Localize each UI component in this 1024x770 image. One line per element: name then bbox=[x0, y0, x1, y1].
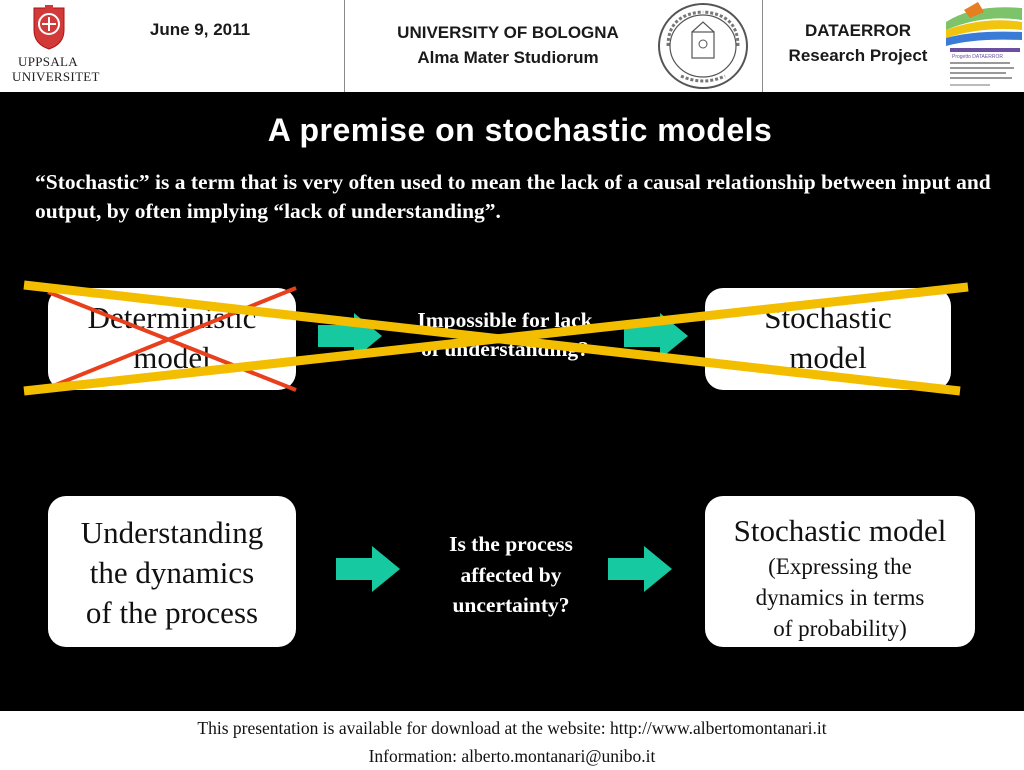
right-arrow-icon bbox=[318, 313, 382, 359]
project-line2: Research Project bbox=[788, 46, 928, 65]
uppsala-seal-icon bbox=[33, 5, 65, 50]
stochastic-model-probability-box: Stochastic model (Expressing the dynamic… bbox=[705, 496, 975, 647]
understanding-line1: Understanding bbox=[80, 515, 264, 550]
right-arrow-icon bbox=[336, 546, 400, 592]
slide-title: A premise on stochastic models bbox=[267, 112, 773, 148]
presentation-date: June 9, 2011 bbox=[149, 20, 251, 39]
project-name: DATAERROR Research Project bbox=[768, 18, 948, 68]
impossible-question: Impossible for lack of understanding? bbox=[380, 306, 630, 364]
deterministic-line2: model bbox=[133, 340, 211, 375]
uncertainty-line2: affected by bbox=[460, 562, 562, 587]
contact-info: Information: alberto.montanari@unibo.it bbox=[368, 746, 656, 766]
uppsala-line1: UPPSALA bbox=[18, 54, 78, 69]
right-arrow-icon bbox=[608, 546, 672, 592]
understanding-line3: of the process bbox=[85, 595, 259, 630]
uncertainty-question: Is the process affected by uncertainty? bbox=[400, 529, 622, 621]
probability-line2: dynamics in terms bbox=[755, 585, 925, 610]
uppsala-line2: UNIVERSITET bbox=[12, 69, 100, 84]
project-line1: DATAERROR bbox=[804, 21, 912, 40]
uppsala-university-logo: UPPSALA UNIVERSITET bbox=[12, 4, 100, 88]
deterministic-line1: Deterministic bbox=[87, 300, 257, 335]
understanding-line2: the dynamics bbox=[89, 555, 255, 590]
stochastic-model-heading: Stochastic model bbox=[733, 513, 947, 548]
university-name: UNIVERSITY OF BOLOGNA Alma Mater Studior… bbox=[345, 20, 671, 70]
intro-paragraph: “Stochastic” is a term that is very ofte… bbox=[35, 170, 991, 223]
header-divider bbox=[344, 0, 345, 92]
understanding-dynamics-box: Understanding the dynamics of the proces… bbox=[48, 496, 296, 647]
stochastic-line1: Stochastic bbox=[764, 300, 892, 335]
uncertainty-line3: uncertainty? bbox=[452, 593, 570, 617]
slide-header: UPPSALA UNIVERSITET June 9, 2011 UNIVERS… bbox=[0, 0, 1024, 92]
header-divider bbox=[762, 0, 763, 92]
dataerror-logo-text: Progetto DATAERROR bbox=[952, 54, 1003, 60]
university-line2: Alma Mater Studiorum bbox=[417, 48, 599, 67]
slide-body: A premise on stochastic models “Stochast… bbox=[0, 92, 1024, 711]
probability-line1: (Expressing the bbox=[768, 554, 912, 579]
university-line1: UNIVERSITY OF BOLOGNA bbox=[397, 23, 619, 42]
uncertainty-line1: Is the process bbox=[449, 532, 573, 556]
uppsala-wordmark: UPPSALA UNIVERSITET bbox=[12, 54, 100, 84]
slide-footer: This presentation is available for downl… bbox=[0, 711, 1024, 768]
dataerror-logo-icon: Progetto DATAERROR bbox=[946, 2, 1022, 86]
bologna-seal-icon bbox=[658, 3, 748, 89]
stochastic-line2: model bbox=[789, 340, 867, 375]
download-info: This presentation is available for downl… bbox=[197, 718, 827, 738]
right-arrow-icon bbox=[624, 313, 688, 359]
stochastic-model-box: Stochastic model bbox=[705, 288, 951, 390]
deterministic-model-box: Deterministic model bbox=[48, 288, 296, 390]
impossible-line1: Impossible for lack bbox=[417, 308, 593, 332]
impossible-line2: of understanding? bbox=[421, 337, 589, 361]
probability-line3: of probability) bbox=[773, 616, 907, 641]
